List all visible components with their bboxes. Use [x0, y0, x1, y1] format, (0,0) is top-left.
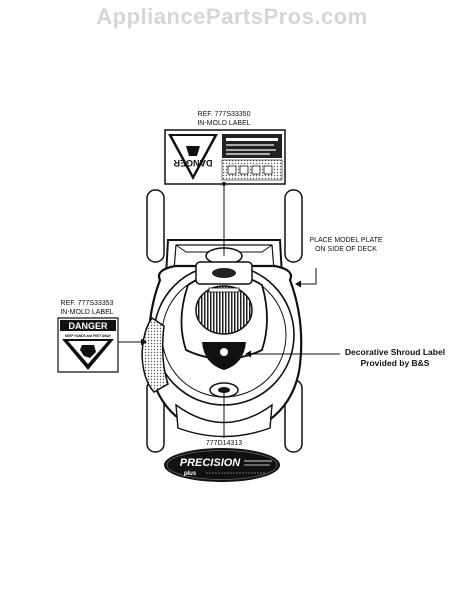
- left-ref-label: REF. 777S33353 IN-MOLD LABEL: [42, 299, 132, 317]
- hand-hazard-icon: [80, 345, 96, 358]
- model-plate-line2: ON SIDE OF DECK: [315, 246, 377, 253]
- shroud-label-callout: Decorative Shroud Label Provided by B&S: [330, 347, 460, 369]
- left-danger-warning: KEEP HANDS and FEET AWAY: [65, 334, 112, 338]
- svg-text:DANGER: DANGER: [173, 158, 213, 168]
- shroud-line1: Decorative Shroud Label: [344, 347, 446, 357]
- left-ref-type: IN-MOLD LABEL: [60, 309, 114, 316]
- model-plate-label: PLACE MODEL PLATE ON SIDE OF DECK: [300, 236, 392, 254]
- left-rear-wheel: [146, 189, 165, 263]
- logo-brand: PRECISION: [180, 457, 242, 469]
- left-danger-word: DANGER: [68, 321, 108, 331]
- top-ref-type: IN-MOLD LABEL: [197, 120, 251, 127]
- shroud-line2: Provided by B&S: [360, 358, 430, 368]
- top-ref-number: REF. 777S33350: [197, 111, 251, 118]
- engine-grill: [195, 285, 253, 335]
- leader-model-plate: [296, 268, 317, 285]
- right-rear-wheel: [284, 189, 303, 263]
- left-in-mold-label: DANGER KEEP HANDS and FEET AWAY: [57, 317, 119, 373]
- logo-sub: plus: [183, 471, 197, 477]
- rear-wheels: [146, 189, 303, 263]
- left-ref-number: REF. 777S33353: [60, 300, 114, 307]
- top-in-mold-label: DANGER: [164, 129, 286, 185]
- bottom-part-number: 777D14313: [205, 440, 243, 447]
- watermark: AppliancePartsPros.com: [96, 4, 368, 29]
- side-discharge-chute: [141, 316, 169, 393]
- model-plate-line1: PLACE MODEL PLATE: [309, 237, 383, 244]
- top-ref-label: REF. 777S33350 IN-MOLD LABEL: [184, 110, 264, 128]
- precision-plus-logo: PRECISION plus: [164, 448, 280, 482]
